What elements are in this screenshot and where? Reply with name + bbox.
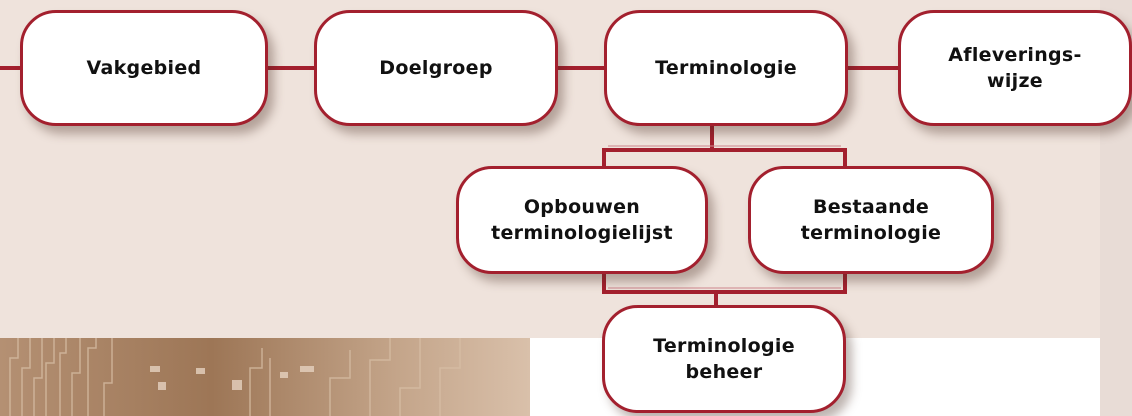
node-opbouwen-terminologielijst: Opbouwen terminologielijst: [456, 166, 708, 274]
node-bestaande-terminologie: Bestaande terminologie: [748, 166, 994, 274]
node-afleveringswijze: Afleverings- wijze: [898, 10, 1132, 126]
node-beheer-label: Terminologie beheer: [653, 335, 795, 383]
node-bestaande-label: Bestaande terminologie: [800, 196, 942, 244]
node-doelgroep-label: Doelgroep: [379, 57, 493, 79]
circuit-board-photo: [0, 338, 530, 416]
node-vakgebied: Vakgebied: [20, 10, 268, 126]
node-terminologie: Terminologie: [604, 10, 848, 126]
node-opbouwen-label: Opbouwen terminologielijst: [491, 196, 673, 244]
node-doelgroep: Doelgroep: [314, 10, 558, 126]
node-terminologie-beheer: Terminologie beheer: [602, 305, 846, 413]
circuit-traces: [9, 338, 461, 416]
node-terminologie-label: Terminologie: [655, 57, 797, 79]
node-afleveringswijze-label: Afleverings- wijze: [948, 44, 1082, 92]
node-vakgebied-label: Vakgebied: [86, 57, 202, 79]
